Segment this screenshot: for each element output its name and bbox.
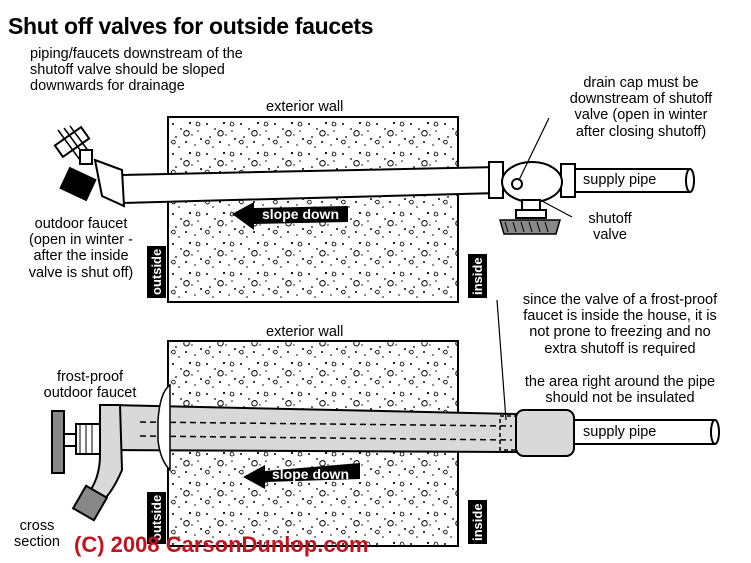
slope-note: piping/faucets downstream of the shutoff… — [30, 46, 243, 95]
slope-note-line: piping/faucets downstream of the — [30, 46, 243, 62]
frost-proof-coupling — [515, 409, 575, 457]
outdoor-faucet — [53, 125, 126, 208]
bottom-supply-pipe-label: supply pipe — [583, 424, 657, 440]
drain-cap-note-line: drain cap must be — [583, 75, 699, 91]
cross-section-label: cross section — [10, 518, 64, 550]
shutoff-valve — [488, 161, 576, 235]
frost-proof-faucet-label: frost-proof outdoor faucet — [30, 369, 150, 401]
frost-proof-note-line: not prone to freezing and no — [529, 324, 711, 341]
outdoor-faucet-label-line: after the inside — [33, 248, 129, 265]
top-supply-pipe-label: supply pipe — [583, 172, 657, 188]
cross-section-label-line: section — [14, 534, 60, 551]
copyright-notice: (C) 2008 CarsonDunlop.com — [74, 532, 369, 557]
top-wall-label: exterior wall — [266, 99, 344, 115]
frost-proof-faucet — [51, 404, 124, 522]
insulation-note-line: the area right around the pipe — [524, 374, 716, 390]
bottom-slope-down-arrow — [243, 463, 360, 489]
insulation-note: the area right around the pipe should no… — [500, 374, 740, 406]
outdoor-faucet-label-line: outdoor faucet — [34, 216, 128, 232]
outdoor-faucet-label-line: valve is shut off) — [28, 264, 134, 281]
shutoff-valve-label-line: shutoff — [588, 211, 632, 227]
bottom-slope-down-label: slope down — [272, 466, 349, 482]
shutoff-valve-label-line: valve — [593, 227, 627, 244]
outdoor-faucet-label-line: (open in winter - — [29, 232, 133, 249]
top-inside-label: inside — [468, 254, 487, 298]
top-outside-label: outside — [147, 245, 166, 298]
page-title: Shut off valves for outside faucets — [8, 13, 374, 39]
cross-section-label-line: cross — [19, 518, 55, 534]
slope-note-line: downwards for drainage — [30, 78, 185, 95]
drain-cap-note: drain cap must be downstream of shutoff … — [551, 75, 731, 140]
frost-proof-faucet-label-line: frost-proof — [56, 369, 124, 385]
outdoor-faucet-label: outdoor faucet (open in winter - after t… — [18, 216, 144, 281]
frost-proof-note-line: faucet is inside the house, it is — [523, 308, 717, 325]
frost-proof-pipe — [109, 403, 517, 454]
frost-proof-faucet-label-line: outdoor faucet — [43, 385, 137, 402]
top-slope-down-arrow — [232, 202, 348, 230]
top-slope-down-label: slope down — [262, 206, 339, 222]
frost-proof-note-line: extra shutoff is required — [544, 340, 696, 357]
frost-proof-note-line: since the valve of a frost-proof — [522, 292, 718, 308]
frost-proof-note: since the valve of a frost-proof faucet … — [500, 292, 740, 357]
bottom-wall-label: exterior wall — [266, 324, 344, 340]
bottom-inside-label: inside — [468, 500, 487, 544]
slope-note-line: shutoff valve should be sloped — [30, 62, 225, 79]
drain-cap-note-line: downstream of shutoff — [569, 91, 713, 108]
shutoff-valve-label: shutoff valve — [575, 211, 645, 243]
drain-cap-note-line: after closing shutoff) — [575, 123, 707, 140]
insulation-note-line: should not be insulated — [545, 390, 695, 407]
drain-cap-note-line: valve (open in winter — [574, 107, 708, 124]
